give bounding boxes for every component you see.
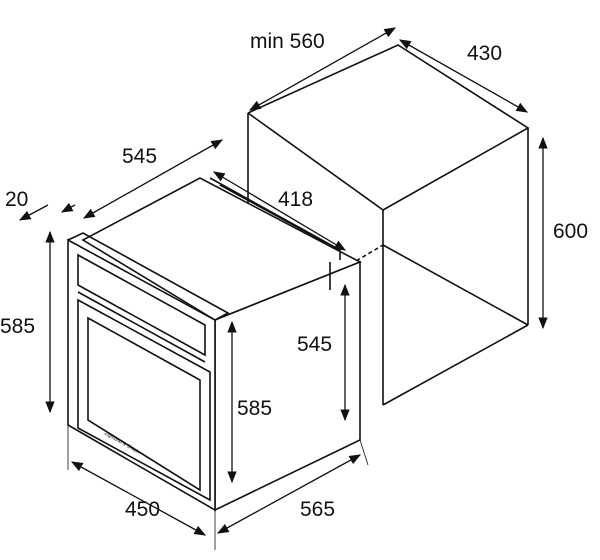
dimension-lines bbox=[18, 27, 548, 550]
oven-depth-label: 565 bbox=[300, 498, 336, 521]
oven-inner-depth-label: 418 bbox=[278, 188, 314, 211]
niche-depth-label: 430 bbox=[467, 42, 503, 65]
oven-rear-height-label: 545 bbox=[297, 333, 333, 356]
panel-thickness-label: 20 bbox=[5, 188, 29, 211]
oven-width-label: 545 bbox=[122, 145, 158, 168]
niche-width-label: min 560 bbox=[250, 30, 325, 53]
oven bbox=[67, 177, 362, 512]
oven-front-height-label: 585 bbox=[0, 315, 36, 338]
oven-front-width-label: 450 bbox=[125, 498, 161, 521]
oven-body-height-label: 585 bbox=[237, 397, 273, 420]
niche-height-label: 600 bbox=[553, 220, 589, 243]
